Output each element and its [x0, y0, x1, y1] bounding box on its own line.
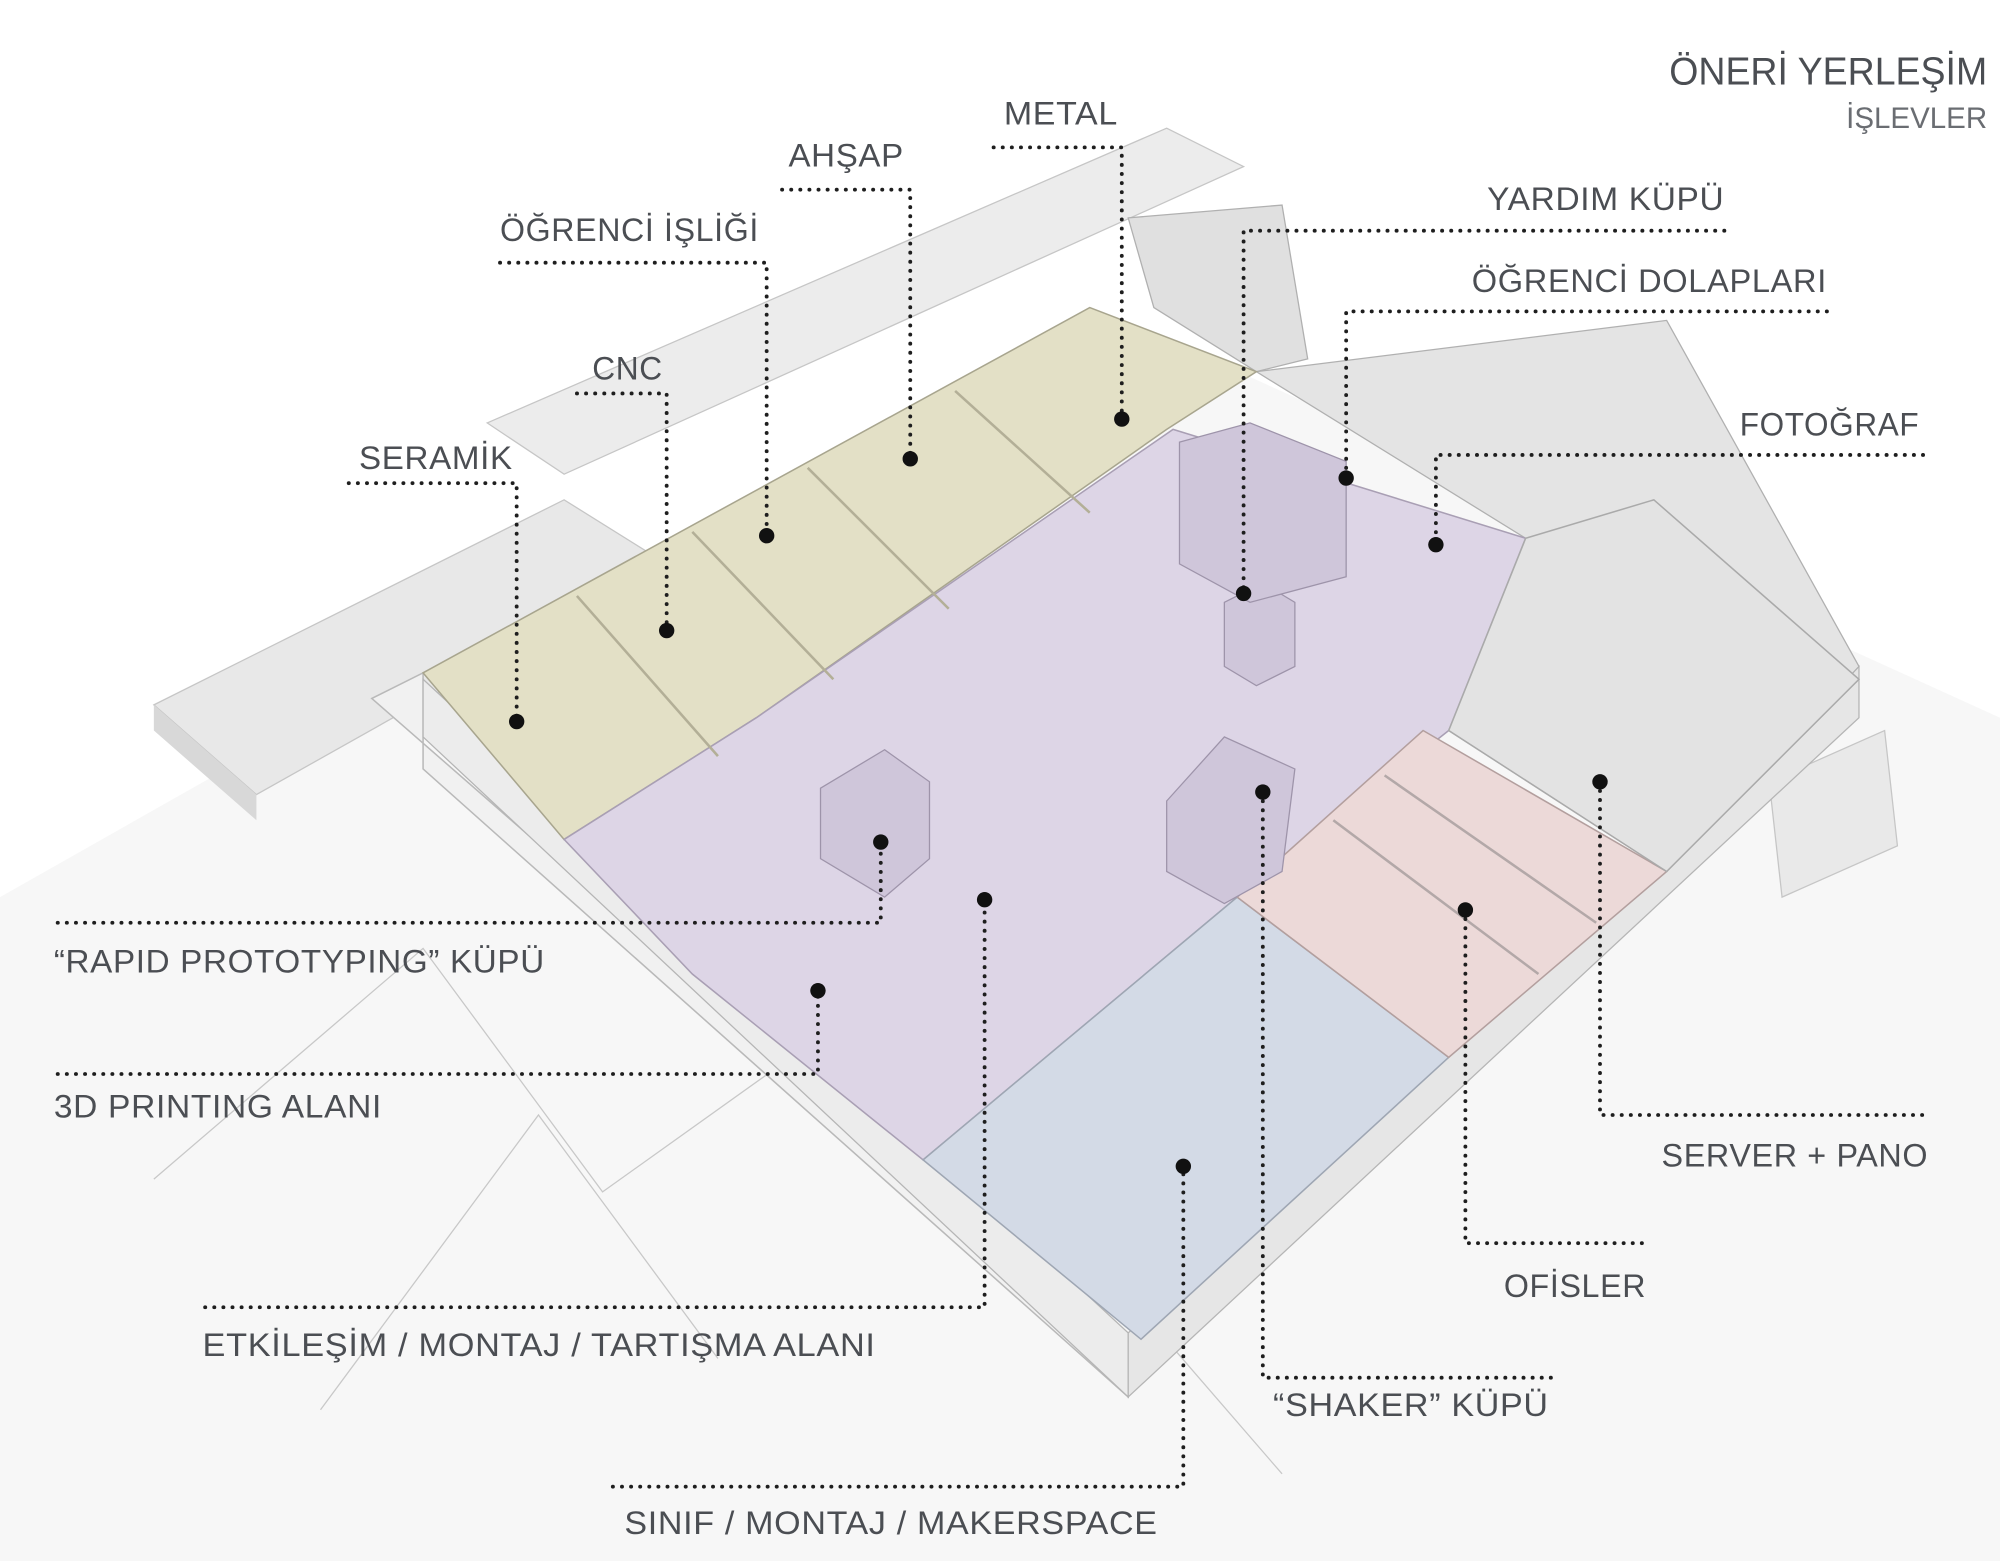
office-partitions: [1332, 774, 1597, 976]
marker-dot: [873, 834, 889, 850]
marker-dot: [976, 892, 993, 908]
zone-labels: METAL AHŞAP ÖĞRENCİ İŞLİĞİ CNC SERAMİK Y…: [54, 95, 1928, 1541]
marker-dot: [1592, 774, 1608, 790]
label-fotograf: FOTOĞRAF: [1740, 407, 1919, 443]
label-rapid-prototyping: “RAPID PROTOTYPING” KÜPÜ: [54, 944, 545, 980]
marker-dot: [1235, 585, 1252, 602]
marker-dot: [658, 622, 675, 639]
label-metal: METAL: [1004, 95, 1118, 131]
marker-dot: [1114, 411, 1130, 427]
cubes: [819, 422, 1347, 905]
label-seramik: SERAMİK: [359, 440, 513, 476]
workshop-partitions: [575, 389, 1091, 757]
label-ahsap: AHŞAP: [788, 138, 903, 174]
marker-dot: [1457, 902, 1474, 918]
marker-dot: [810, 982, 826, 999]
marker-dot: [1338, 470, 1354, 486]
label-ogrenci-dolaplari: ÖĞRENCİ DOLAPLARI: [1472, 263, 1827, 299]
marker-dot: [1255, 784, 1271, 800]
label-3d-printing: 3D PRINTING ALANI: [54, 1089, 382, 1125]
zone-markers: [508, 411, 1608, 1174]
label-shaker: “SHAKER” KÜPÜ: [1273, 1387, 1549, 1423]
label-yardim-kupu: YARDIM KÜPÜ: [1487, 181, 1724, 217]
label-ofisler: OFİSLER: [1504, 1268, 1646, 1304]
marker-dot: [758, 528, 775, 544]
label-ogrenci-isligi: ÖĞRENCİ İŞLİĞİ: [500, 212, 759, 248]
label-server-pano: SERVER + PANO: [1662, 1137, 1929, 1173]
zone-service: [1447, 498, 1861, 873]
diagram-subtitle: İŞLEVLER: [1846, 102, 1987, 135]
label-sinif: SINIF / MONTAJ / MAKERSPACE: [624, 1505, 1157, 1541]
label-etkilesim: ETKİLEŞİM / MONTAJ / TARTIŞMA ALANI: [203, 1327, 876, 1363]
marker-dot: [1175, 1158, 1192, 1174]
marker-dot: [508, 713, 525, 730]
marker-dot: [902, 451, 918, 467]
leader-lines: [55, 145, 1932, 1489]
diagram-title: ÖNERİ YERLEŞİM: [1669, 51, 1987, 94]
label-cnc: CNC: [592, 350, 663, 386]
marker-dot: [1428, 536, 1444, 553]
